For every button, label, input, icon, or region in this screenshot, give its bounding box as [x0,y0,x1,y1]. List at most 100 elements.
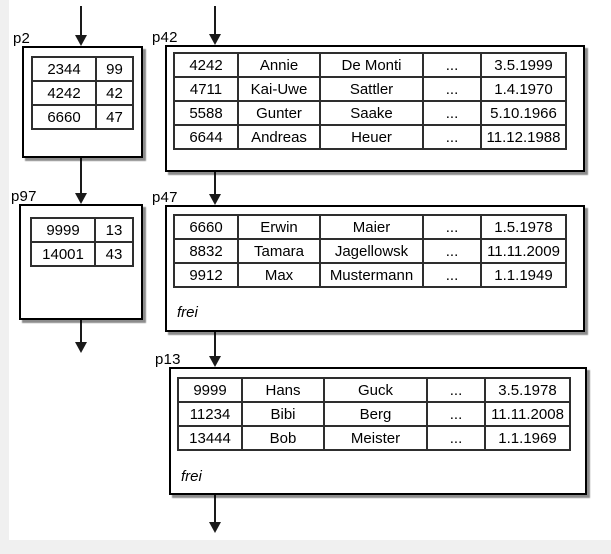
date-cell: 5.10.1966 [480,100,567,126]
page-label-p42: p42 [152,29,178,46]
lastname-cell: Jagellowsk [319,238,424,264]
lastname-cell: Berg [323,401,428,427]
date-cell: 11.11.2008 [484,401,571,427]
firstname-cell: Bibi [241,401,325,427]
lastname-cell: Sattler [319,76,424,102]
lastname-cell: Guck [323,377,428,403]
id-cell: 13444 [177,425,243,451]
id-cell: 11234 [177,401,243,427]
page-label-p97: p97 [11,188,37,205]
lastname-cell: Heuer [319,124,424,150]
bottom-margin [0,540,611,554]
pointer-cell: 47 [95,104,134,130]
page-box-p2: 2344 99 4242 42 6660 47 [22,46,143,158]
pointer-cell: 13 [94,217,134,243]
firstname-cell: Andreas [237,124,321,150]
page-label-p47: p47 [152,189,178,206]
lastname-cell: De Monti [319,52,424,78]
pointer-cell: 99 [95,56,134,82]
arrow-head-icon [75,35,87,46]
arrow-down-icon [209,495,221,533]
free-space-label: frei [177,304,198,321]
lastname-cell: Maier [319,214,424,240]
record-table-p13: 9999 Hans Guck ... 3.5.1978 11234 Bibi B… [177,377,571,451]
lastname-cell: Mustermann [319,262,424,288]
ellipsis-cell: ... [422,214,482,240]
page-box-p42: 4242 Annie De Monti ... 3.5.1999 4711 Ka… [165,45,585,172]
arrow-shaft [80,320,82,343]
ellipsis-cell: ... [422,238,482,264]
page-box-p97: 9999 13 14001 43 [19,204,143,320]
arrow-head-icon [75,193,87,204]
page-box-p47: 6660 Erwin Maier ... 1.5.1978 8832 Tamar… [165,205,585,332]
arrow-down-icon [209,332,221,367]
arrow-shaft [214,495,216,523]
left-margin [0,0,9,554]
date-cell: 11.11.2009 [480,238,567,264]
key-cell: 2344 [31,56,97,82]
id-cell: 9912 [173,262,239,288]
date-cell: 1.5.1978 [480,214,567,240]
date-cell: 3.5.1978 [484,377,571,403]
ellipsis-cell: ... [426,377,486,403]
arrow-head-icon [209,356,221,367]
index-table-p2: 2344 99 4242 42 6660 47 [31,56,134,130]
firstname-cell: Hans [241,377,325,403]
lastname-cell: Saake [319,100,424,126]
record-table-p42: 4242 Annie De Monti ... 3.5.1999 4711 Ka… [173,52,567,150]
index-table-p97: 9999 13 14001 43 [30,217,134,267]
id-cell: 4711 [173,76,239,102]
ellipsis-cell: ... [422,100,482,126]
date-cell: 1.1.1969 [484,425,571,451]
date-cell: 1.1.1949 [480,262,567,288]
pointer-cell: 43 [94,241,134,267]
arrow-down-icon [75,320,87,353]
id-cell: 6660 [173,214,239,240]
firstname-cell: Gunter [237,100,321,126]
ellipsis-cell: ... [422,52,482,78]
arrow-down-icon [75,6,87,46]
id-cell: 5588 [173,100,239,126]
ellipsis-cell: ... [426,401,486,427]
arrow-head-icon [75,342,87,353]
arrow-head-icon [209,522,221,533]
firstname-cell: Kai-Uwe [237,76,321,102]
pointer-cell: 42 [95,80,134,106]
arrow-shaft [80,158,82,194]
arrow-down-icon [209,6,221,45]
firstname-cell: Max [237,262,321,288]
firstname-cell: Erwin [237,214,321,240]
key-cell: 14001 [30,241,96,267]
arrow-head-icon [209,194,221,205]
id-cell: 8832 [173,238,239,264]
page-box-p13: 9999 Hans Guck ... 3.5.1978 11234 Bibi B… [169,367,587,495]
record-table-p47: 6660 Erwin Maier ... 1.5.1978 8832 Tamar… [173,214,567,288]
arrow-shaft [214,332,216,357]
free-space-label: frei [181,468,202,485]
page-label-p2: p2 [13,30,31,47]
key-cell: 4242 [31,80,97,106]
arrow-down-icon [75,158,87,204]
ellipsis-cell: ... [422,262,482,288]
page-label-p13: p13 [155,351,181,368]
key-cell: 6660 [31,104,97,130]
lastname-cell: Meister [323,425,428,451]
id-cell: 9999 [177,377,243,403]
arrow-down-icon [209,172,221,205]
date-cell: 1.4.1970 [480,76,567,102]
id-cell: 6644 [173,124,239,150]
firstname-cell: Annie [237,52,321,78]
ellipsis-cell: ... [422,124,482,150]
id-cell: 4242 [173,52,239,78]
ellipsis-cell: ... [422,76,482,102]
ellipsis-cell: ... [426,425,486,451]
key-cell: 9999 [30,217,96,243]
date-cell: 3.5.1999 [480,52,567,78]
firstname-cell: Tamara [237,238,321,264]
arrow-shaft [214,172,216,195]
arrow-shaft [80,6,82,36]
firstname-cell: Bob [241,425,325,451]
date-cell: 11.12.1988 [480,124,567,150]
arrow-shaft [214,6,216,35]
